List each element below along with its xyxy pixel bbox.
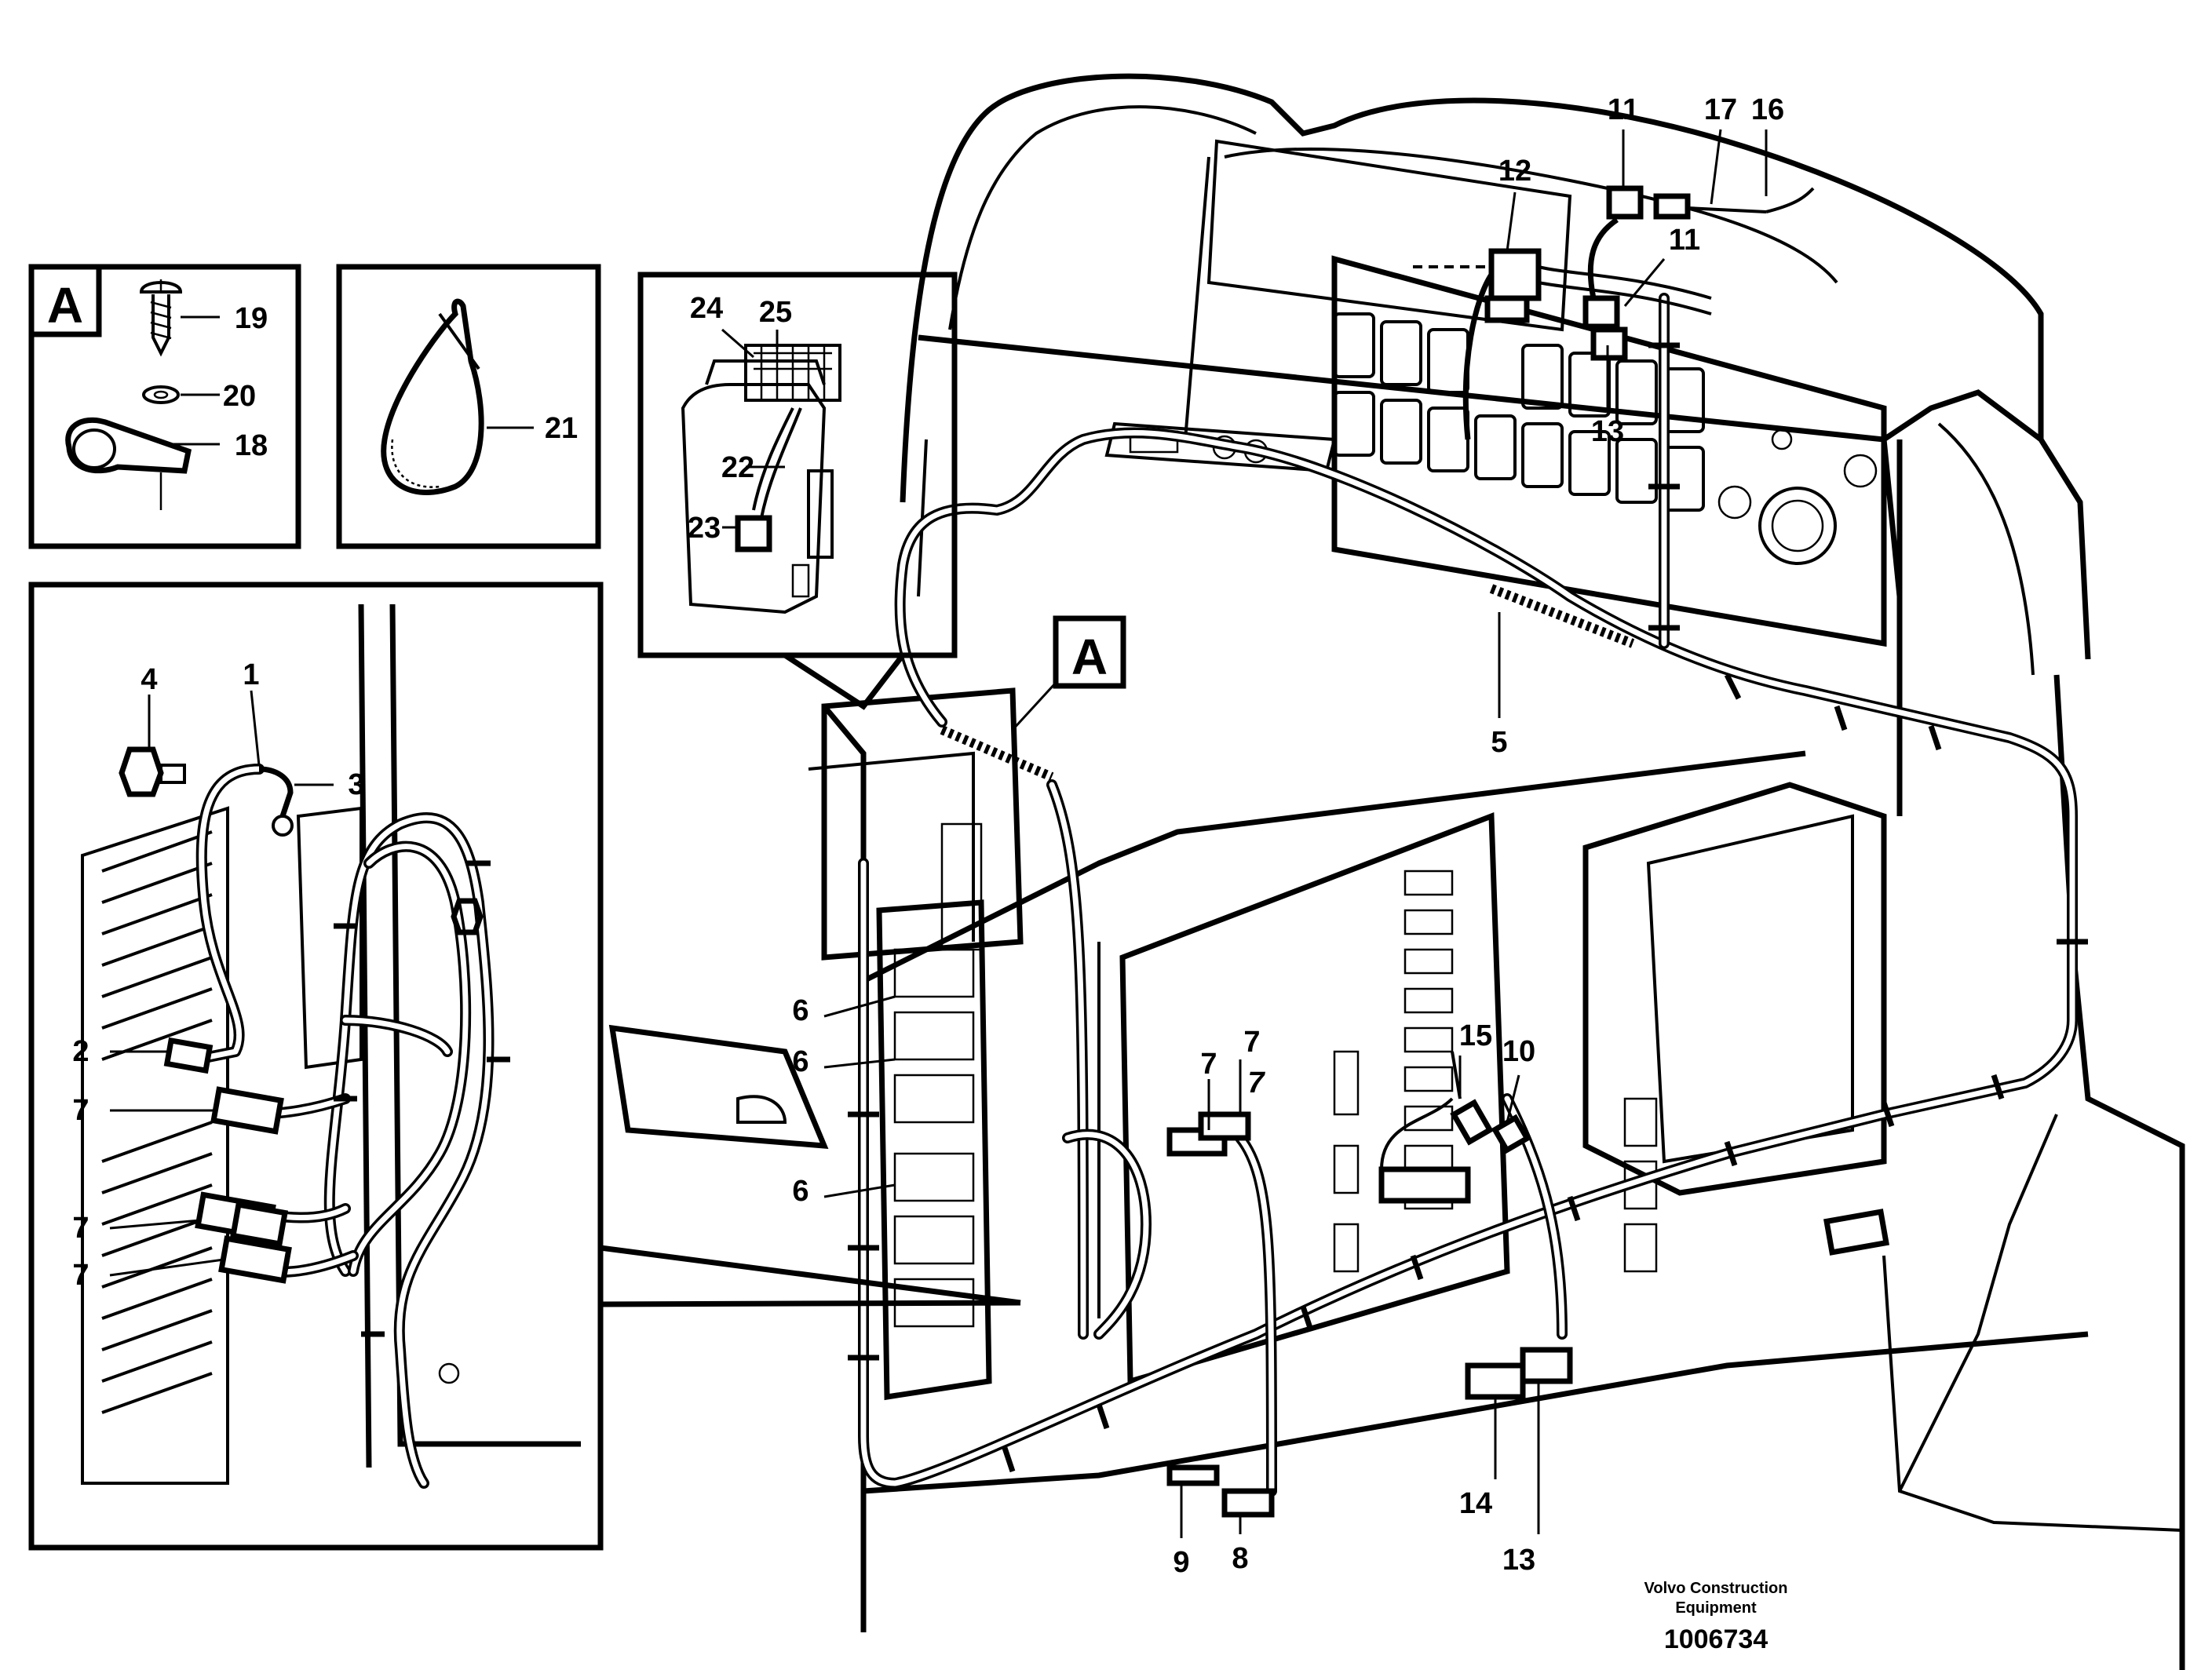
- detail-box-ecu: [637, 272, 958, 710]
- callout-17: 17: [1704, 93, 1737, 126]
- detail-box-harness: [28, 582, 1021, 1551]
- company-name-line1: Volvo Construction: [1644, 1580, 1788, 1597]
- callout-10: 10: [1502, 1035, 1535, 1068]
- dashboard-housing: [900, 73, 2185, 1670]
- callout-7e: 7: [1243, 1026, 1260, 1059]
- callout-4: 4: [141, 663, 157, 696]
- callout-20: 20: [223, 380, 256, 413]
- callout-3: 3: [348, 768, 364, 801]
- callout-14: 14: [1459, 1487, 1492, 1520]
- console-body: [608, 687, 2183, 1632]
- callout-8: 8: [1232, 1542, 1248, 1575]
- detail-marker-a: A: [47, 277, 83, 334]
- callout-18: 18: [235, 429, 268, 462]
- callout-15: 15: [1459, 1019, 1492, 1052]
- detail-box-cable-tie: [336, 264, 601, 549]
- callout-13b: 13: [1502, 1544, 1535, 1577]
- callout-12: 12: [1498, 155, 1531, 188]
- callout-23: 23: [688, 512, 721, 545]
- callout-7c: 7: [72, 1259, 89, 1292]
- callout-11b: 11: [1669, 224, 1700, 257]
- detail-a-callout: A: [1011, 615, 1126, 731]
- company-name-line2: Equipment: [1675, 1599, 1757, 1617]
- callout-16: 16: [1751, 93, 1784, 126]
- drawing-number: 1006734: [1664, 1624, 1768, 1654]
- callout-6b: 6: [792, 1045, 809, 1078]
- callout-7d: 7: [1200, 1048, 1217, 1081]
- detail-box-a: A: [28, 264, 301, 549]
- callout-2: 2: [72, 1035, 89, 1068]
- detail-marker-a-ref: A: [1071, 629, 1108, 685]
- dash-connectors: [1413, 185, 1815, 440]
- callout-5: 5: [1491, 726, 1507, 759]
- callout-19: 19: [235, 302, 268, 335]
- callout-1: 1: [243, 658, 259, 691]
- callout-11a: 11: [1608, 93, 1639, 126]
- callout-24: 24: [690, 292, 723, 325]
- title-block: Volvo Construction Equipment 1006734: [1644, 1580, 1788, 1654]
- callout-13a: 13: [1591, 415, 1624, 448]
- leader-lines: [823, 129, 1768, 1538]
- callout-9: 9: [1173, 1546, 1189, 1579]
- callout-25: 25: [759, 296, 792, 329]
- callout-21: 21: [545, 412, 578, 445]
- main-harness: [848, 293, 2088, 1518]
- callout-labels: 1 2 3 4 5 6 6 6 7 7 7 7 7 7 8 9 10 11 11…: [72, 93, 1784, 1579]
- callout-22: 22: [721, 451, 754, 484]
- callout-7a: 7: [72, 1094, 89, 1127]
- callout-7f: 7: [1247, 1067, 1265, 1099]
- callout-7b: 7: [72, 1212, 89, 1245]
- callout-6a: 6: [792, 994, 809, 1027]
- callout-6c: 6: [792, 1175, 809, 1208]
